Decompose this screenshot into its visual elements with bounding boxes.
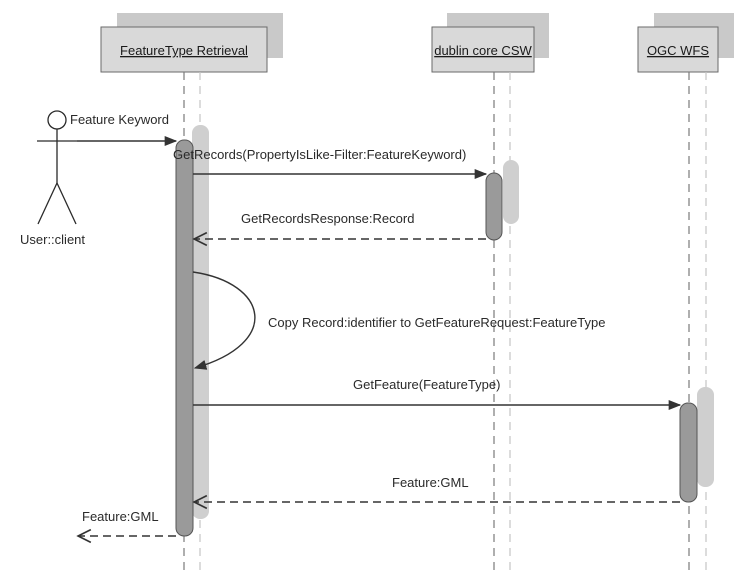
message-get-feature: GetFeature(FeatureType) [193, 377, 682, 411]
participant-box [431, 26, 535, 73]
message-get-records-response: GetRecordsResponse:Record [194, 211, 486, 239]
message-self-copy-record: Copy Record:identifier to GetFeatureRequ… [192, 271, 605, 370]
actor-label: User::client [20, 232, 85, 247]
participant-label: FeatureType Retrieval [120, 43, 248, 58]
activation-shadow-dublin-core-csw [503, 160, 519, 224]
activation-shadow-feature-type-retrieval [192, 125, 209, 519]
participant-box [100, 26, 268, 73]
message-feature-gml-to-client: Feature:GML [78, 509, 176, 536]
participant-dublin-core-csw: dublin core CSW [431, 13, 549, 73]
message-label: GetRecords(PropertyIsLike-Filter:Feature… [173, 147, 466, 162]
message-feature-keyword: Feature Keyword [70, 112, 178, 147]
participant-ogc-wfs: OGC WFS [637, 13, 734, 73]
activation-dublin-core-csw [485, 172, 503, 241]
message-feature-gml-return: Feature:GML [194, 475, 680, 502]
participant-box [637, 26, 719, 73]
actor-head [47, 110, 67, 130]
message-label: GetFeature(FeatureType) [353, 377, 500, 392]
actor-left-leg [37, 182, 58, 225]
activation-ogc-wfs [679, 402, 698, 503]
message-label: Feature:GML [392, 475, 469, 490]
actor-user-client: User::client [20, 110, 85, 247]
message-label: Feature:GML [82, 509, 159, 524]
participant-label: OGC WFS [647, 43, 709, 58]
message-get-records: GetRecords(PropertyIsLike-Filter:Feature… [173, 147, 488, 180]
activation-shadow-ogc-wfs [697, 387, 714, 487]
message-label: Feature Keyword [70, 112, 169, 127]
participant-label: dublin core CSW [434, 43, 532, 58]
actor-right-leg [56, 182, 77, 225]
message-label: Copy Record:identifier to GetFeatureRequ… [268, 315, 605, 330]
activation-feature-type-retrieval [175, 139, 194, 537]
message-label: GetRecordsResponse:Record [241, 211, 414, 226]
self-call-arc [192, 271, 256, 370]
participant-feature-type-retrieval: FeatureType Retrieval [100, 13, 283, 73]
